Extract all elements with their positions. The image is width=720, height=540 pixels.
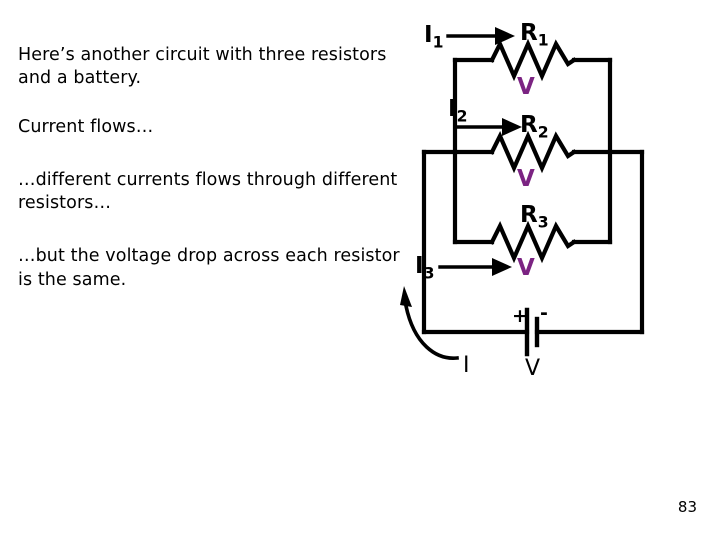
label-voltage-r1: V <box>517 74 535 100</box>
label-current-i1: I1 <box>424 24 443 50</box>
resistor-r1-zigzag <box>489 38 577 82</box>
resistor-r3-zigzag <box>489 220 577 264</box>
label-current-i2-base: I <box>448 96 457 122</box>
label-resistor-r3-sub: 3 <box>537 212 549 232</box>
label-resistor-r1-sub: 1 <box>537 30 549 50</box>
paragraph-current: Current flows… <box>18 117 154 138</box>
label-voltage-r3: V <box>517 255 535 281</box>
page-number: 83 <box>677 498 697 516</box>
circuit-diagram: I1 R1 V I2 R2 V R3 I3 V + - <box>400 14 720 394</box>
arrow-total-current-curve <box>403 303 459 360</box>
label-battery-voltage: V <box>525 356 541 381</box>
paragraph-different: …different currents flows through differ… <box>18 170 398 214</box>
label-current-i3-base: I <box>415 253 424 279</box>
label-current-i1-base: I <box>424 22 433 48</box>
label-resistor-r1-base: R <box>520 20 538 46</box>
resistor-r2-zigzag <box>489 130 577 174</box>
label-resistor-r3-base: R <box>520 202 538 228</box>
label-current-i2: I2 <box>448 98 467 124</box>
arrowhead-i2 <box>502 118 522 136</box>
label-total-current: I <box>463 353 470 378</box>
circuit-svg <box>400 27 645 360</box>
paragraph-intro: Here’s another circuit with three resist… <box>18 45 387 89</box>
label-current-i3-sub: 3 <box>423 263 435 283</box>
label-voltage-r2: V <box>517 166 535 192</box>
arrowhead-i3 <box>492 258 512 276</box>
label-current-i1-sub: 1 <box>432 32 444 52</box>
explanation-text-block: Here’s another circuit with three resist… <box>18 44 400 292</box>
paragraph-voltage: …but the voltage drop across each resist… <box>18 246 400 290</box>
label-current-i2-sub: 2 <box>456 106 468 126</box>
label-resistor-r2: R2 <box>520 114 549 140</box>
arrowhead-total-current <box>400 286 412 307</box>
label-current-i3: I3 <box>415 255 434 281</box>
label-battery-negative: - <box>540 302 548 324</box>
label-battery-positive: + <box>512 305 528 327</box>
arrowhead-i1 <box>495 27 515 45</box>
label-resistor-r1: R1 <box>520 22 549 48</box>
label-resistor-r2-base: R <box>520 112 538 138</box>
label-resistor-r3: R3 <box>520 204 549 230</box>
label-resistor-r2-sub: 2 <box>537 122 549 142</box>
